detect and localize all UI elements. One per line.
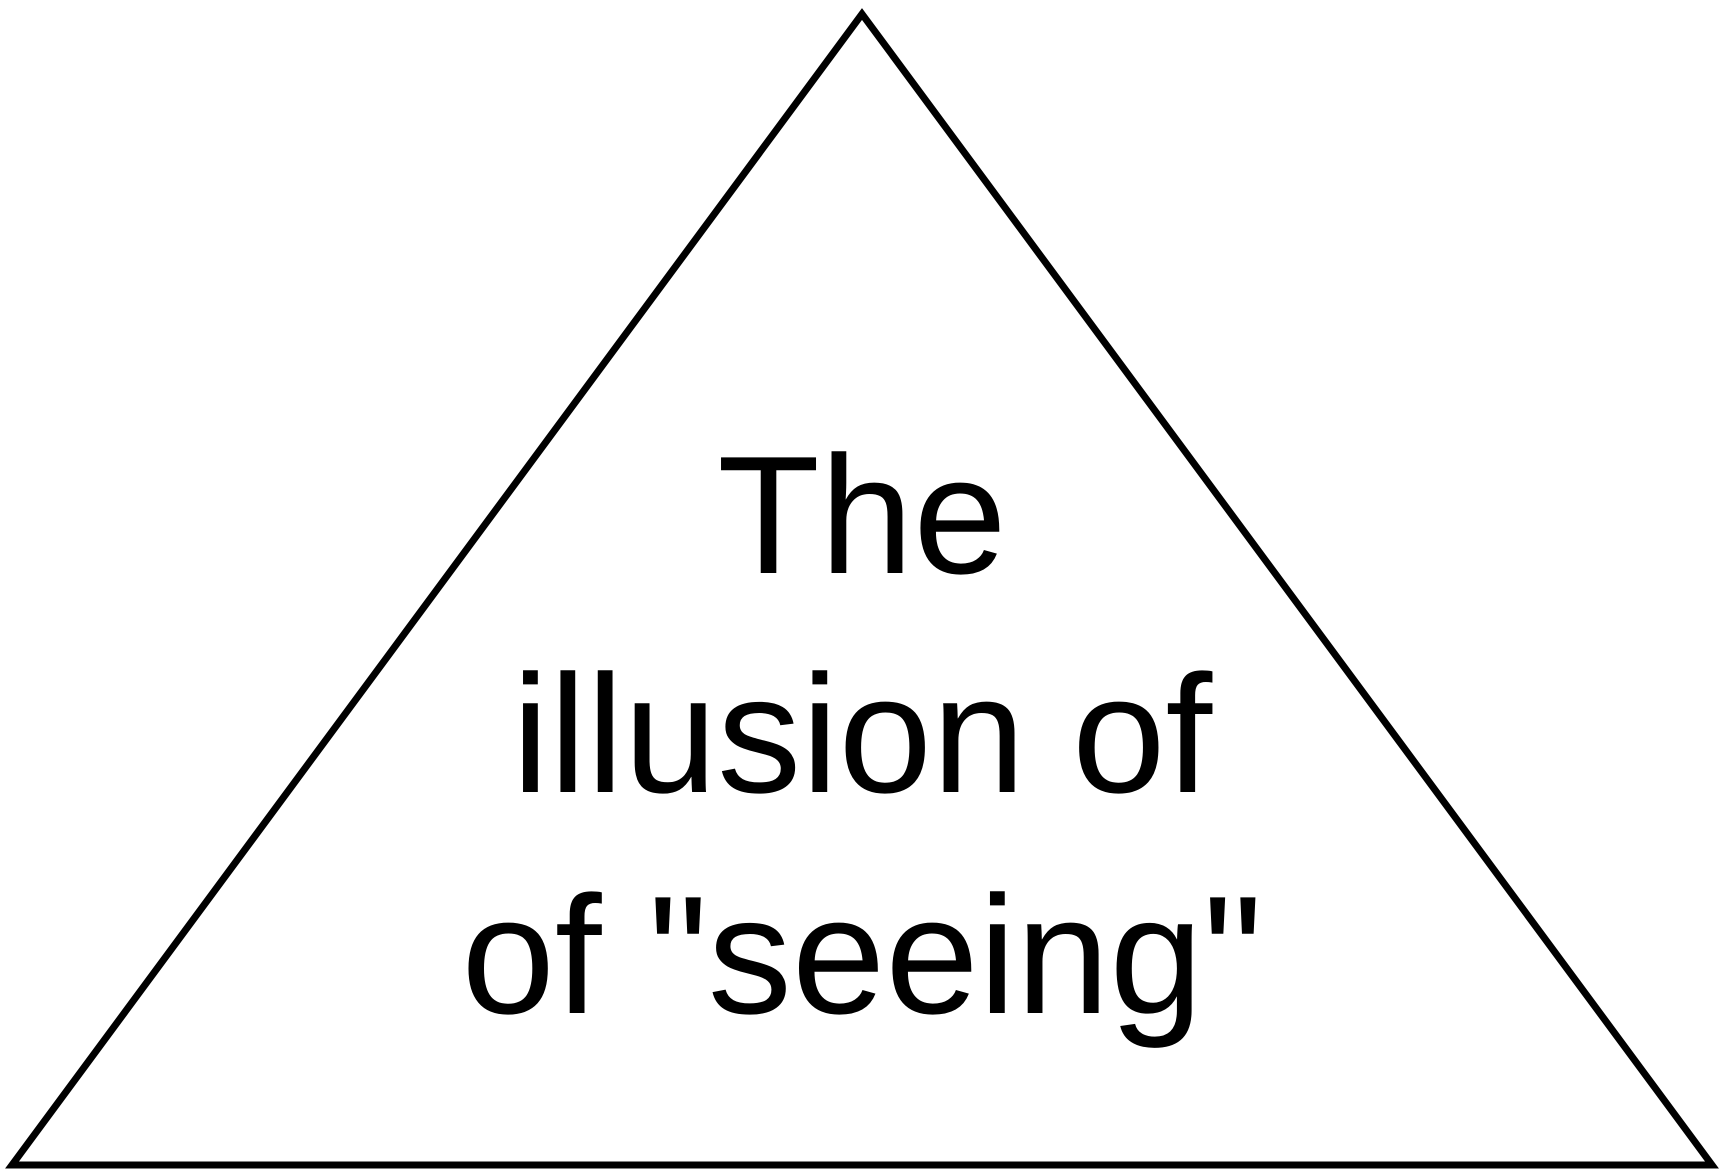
triangle-text-line-1: The — [717, 421, 1007, 609]
triangle-text-line-2: illusion of — [512, 640, 1213, 828]
triangle-outline — [5, 8, 1719, 1169]
triangle-text-line-3: of "seeing" — [461, 861, 1262, 1049]
